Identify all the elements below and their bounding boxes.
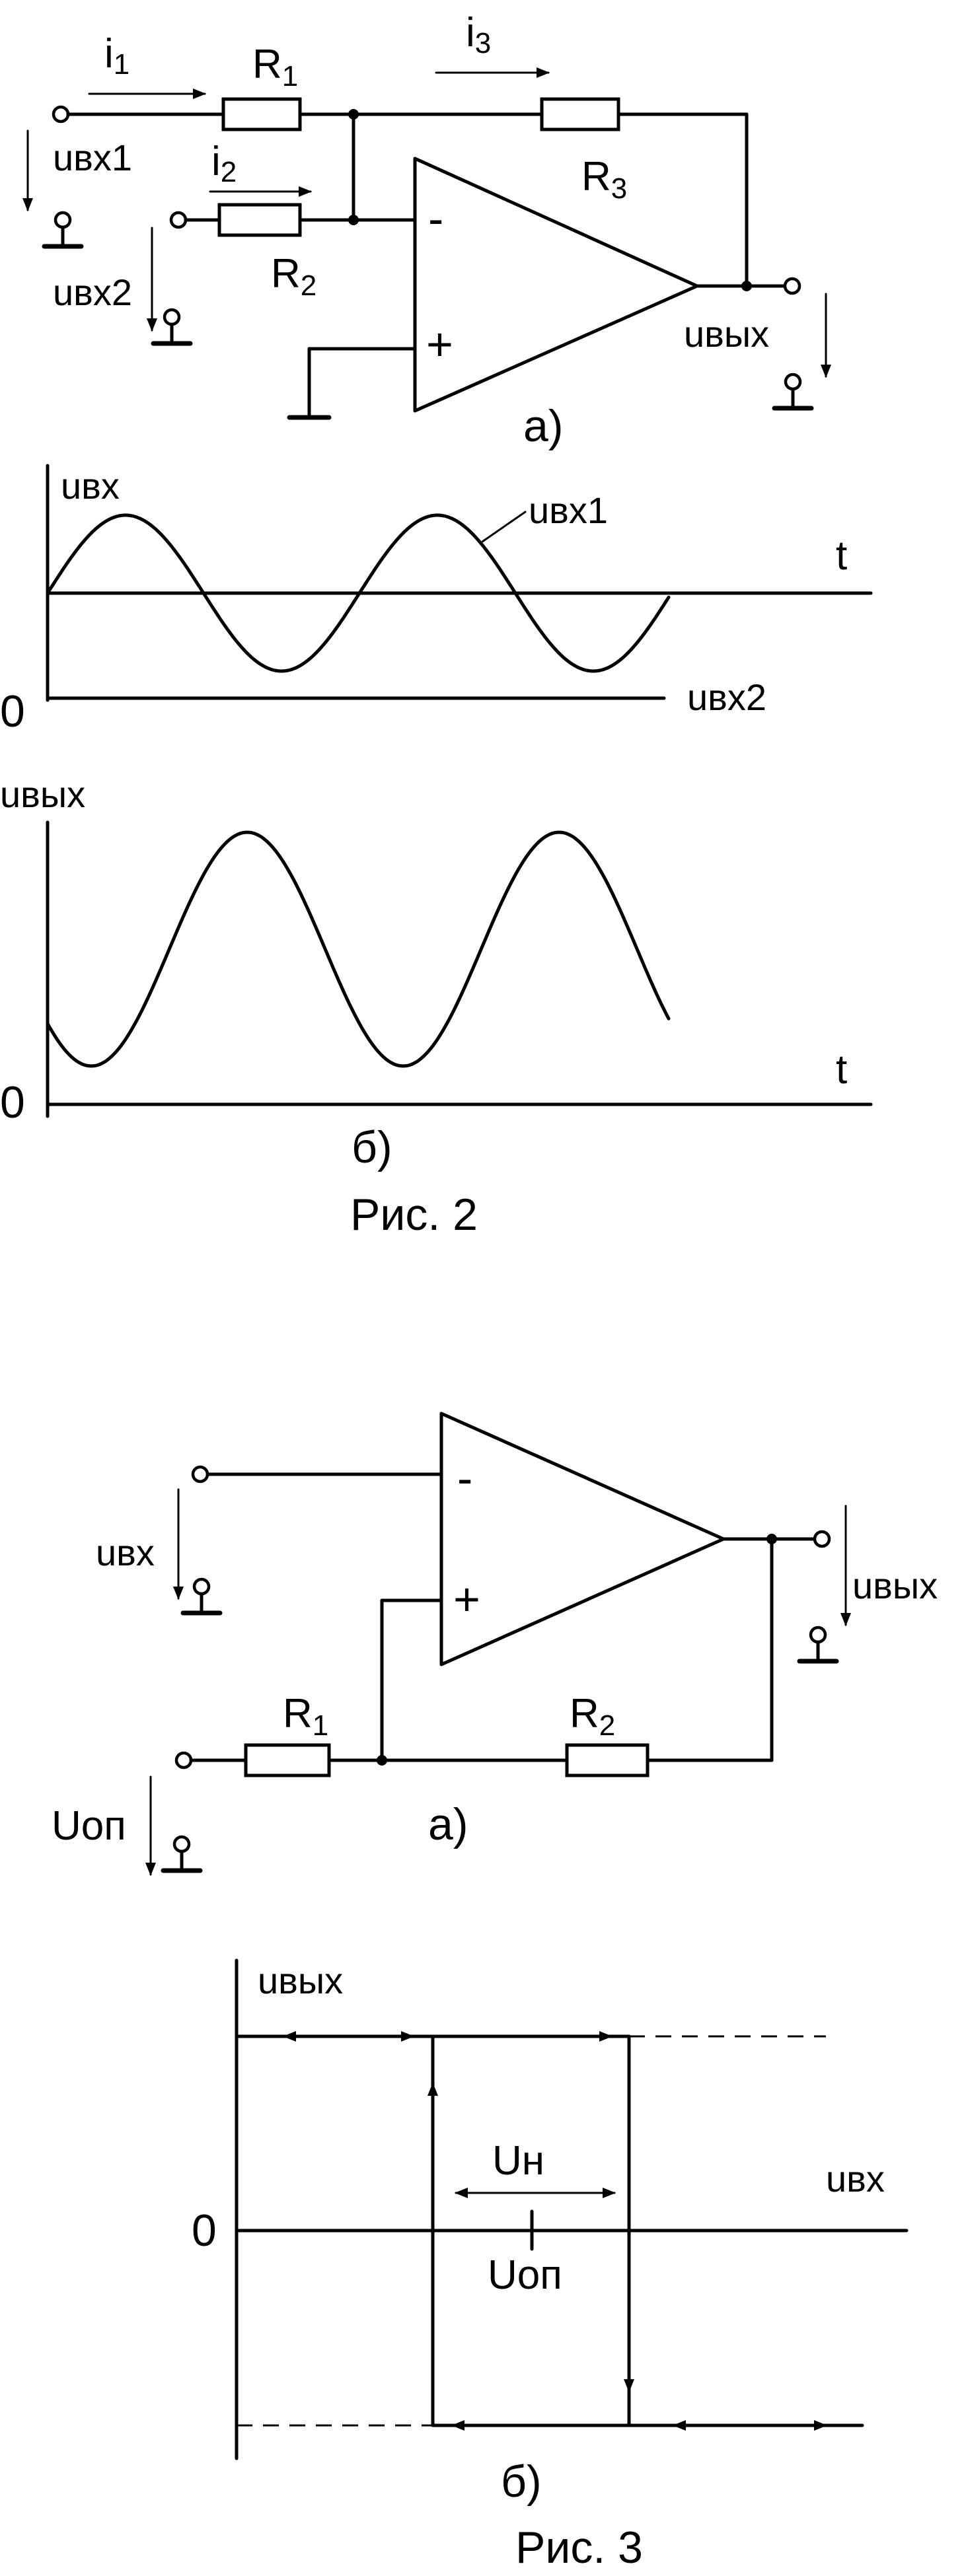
label-r2-fig3: R <box>570 1691 599 1736</box>
resistor-r1-fig3 <box>244 1743 331 1777</box>
svg-text:i2: i2 <box>211 139 237 188</box>
label-t-input: t <box>836 533 847 579</box>
terminal-uin <box>191 1465 209 1484</box>
label-i3: i <box>466 10 475 55</box>
label-zero-output: 0 <box>0 1077 25 1127</box>
label-zero-fig3: 0 <box>192 2205 217 2256</box>
resistor-r2 <box>217 203 302 237</box>
label-t-output: t <box>836 1047 847 1092</box>
label-uref-tick: Uоп <box>488 2252 562 2298</box>
caption-fig3: Рис. 3 <box>515 2522 643 2573</box>
label-uout-axis: uвых <box>0 773 85 815</box>
sublabel-b: б) <box>352 1122 392 1172</box>
label-uout-axis-fig3: uвых <box>258 1960 343 2001</box>
junction-output-fig3 <box>766 1534 777 1544</box>
label-uin1-curve: uвх1 <box>529 489 608 531</box>
label-uref: Uоп <box>52 1803 126 1849</box>
fig2-timing: uвх uвх1 t 0 uвх2 uвых t 0 б) Рис. 2 <box>0 464 873 1240</box>
ground-input-1-icon <box>44 213 81 246</box>
label-uout: uвых <box>684 313 769 355</box>
resistor-r1 <box>221 97 302 131</box>
label-minus: - <box>428 193 443 244</box>
svg-text:R1: R1 <box>283 1691 328 1742</box>
label-r1-fig3: R <box>283 1691 313 1736</box>
fig3-schematic: uвх uвых Uоп R1 R2 - + а) <box>52 1412 938 1876</box>
label-uin-axis-fig3: uвх <box>826 2158 885 2200</box>
svg-text:R3: R3 <box>581 154 627 205</box>
resistor-r3 <box>540 97 620 131</box>
terminal-uref <box>174 1751 193 1770</box>
fig3-hysteresis: uвых uвх 0 Uн Uоп б) Рис. 3 <box>192 1958 909 2573</box>
op-amp-triangle-2 <box>439 1412 725 1666</box>
ground-uout-icon <box>799 1628 836 1661</box>
svg-text:i1: i1 <box>104 31 130 81</box>
curve-uin1 <box>46 513 671 673</box>
terminal-output <box>783 277 801 295</box>
svg-text:R2: R2 <box>570 1691 615 1742</box>
label-zero-input: 0 <box>0 686 25 736</box>
label-uin1: uвх1 <box>53 137 132 178</box>
label-uin: uвх <box>96 1532 155 1573</box>
resistor-r2-fig3 <box>565 1743 650 1777</box>
sublabel-b-fig3: б) <box>501 2456 542 2507</box>
ground-input-2-icon <box>153 310 190 343</box>
terminal-uout-fig3 <box>813 1530 831 1548</box>
sublabel-a-fig3: а) <box>428 1799 468 1849</box>
ground-output-icon <box>774 375 811 408</box>
curve-uout <box>46 830 671 1068</box>
ground-uref-icon <box>163 1837 200 1871</box>
label-uh: Uн <box>492 2138 544 2184</box>
svg-text:i3: i3 <box>466 10 491 59</box>
svg-text:R1: R1 <box>252 42 298 92</box>
label-uin2-line: uвх2 <box>687 676 766 718</box>
label-uin2: uвх2 <box>53 271 132 313</box>
label-i2: i <box>211 139 221 184</box>
op-amp-triangle <box>413 157 699 413</box>
label-minus-fig3: - <box>457 1452 472 1504</box>
fig2-schematic: i1 R1 i3 R3 i2 R2 uвх1 uвх2 uвых - + а) <box>22 10 831 451</box>
terminal-input-2 <box>169 211 188 229</box>
label-uout-fig3: uвых <box>852 1565 938 1606</box>
terminal-input-1 <box>52 105 70 124</box>
label-uin-axis: uвх <box>61 465 120 507</box>
ground-uin-icon <box>183 1579 220 1613</box>
sublabel-a: а) <box>523 401 563 451</box>
label-r1: R <box>252 42 282 87</box>
label-r2: R <box>271 251 301 297</box>
label-r3: R <box>581 154 611 199</box>
svg-text:R2: R2 <box>271 251 316 302</box>
label-plus: + <box>426 318 453 370</box>
label-plus-fig3: + <box>453 1573 480 1625</box>
label-i1: i <box>104 31 114 77</box>
caption-fig2: Рис. 2 <box>350 1190 478 1240</box>
